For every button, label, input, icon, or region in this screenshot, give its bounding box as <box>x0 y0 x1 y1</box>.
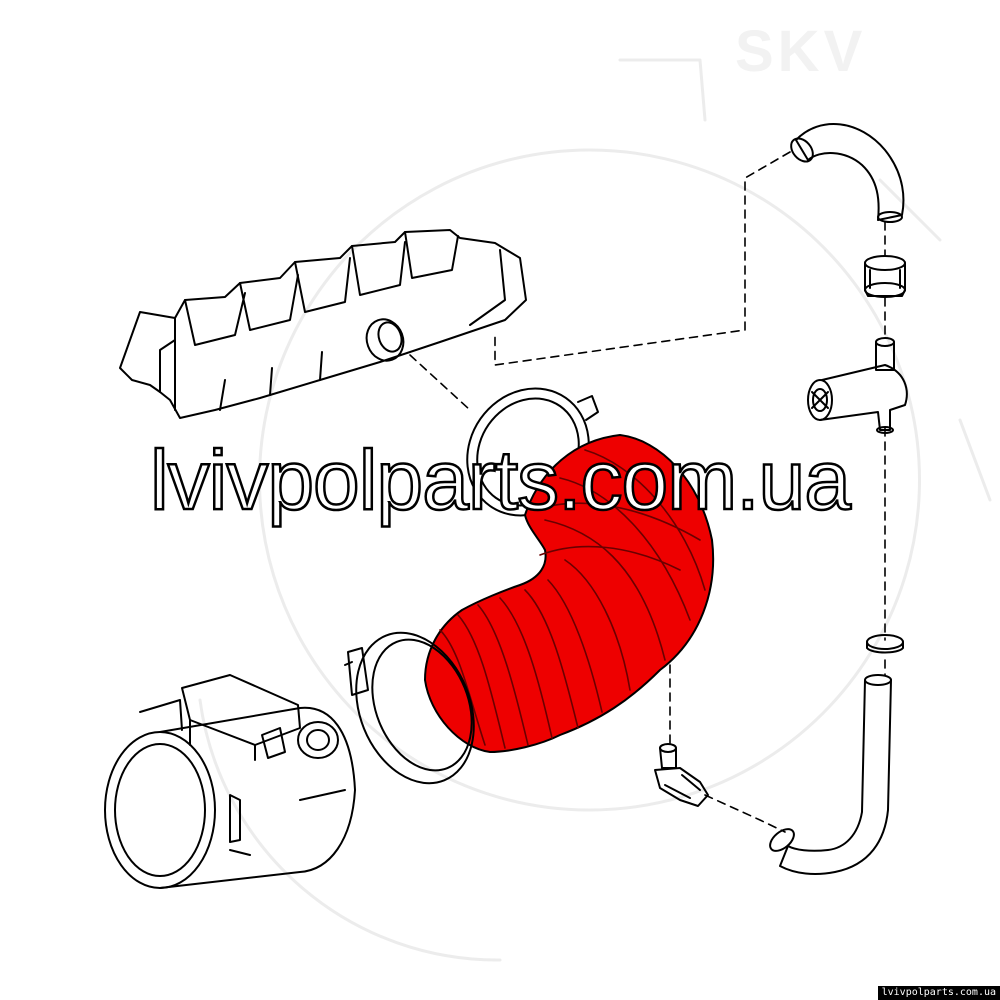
gear-watermark-icon <box>198 58 992 962</box>
breather-hose-lower <box>769 674 892 875</box>
breather-hose-upper <box>790 123 905 223</box>
hose-clamp-lower <box>344 631 475 785</box>
intake-boot-hose <box>424 434 715 753</box>
hose-clip <box>866 634 904 654</box>
intake-manifold <box>119 229 527 419</box>
footer-url-label: lvivpolparts.com.ua <box>877 986 1000 1000</box>
air-mass-meter <box>104 674 356 889</box>
leader-lines <box>409 151 886 833</box>
grommet <box>864 255 906 298</box>
crankcase-valve <box>807 337 908 434</box>
elbow-fitting <box>654 743 709 807</box>
